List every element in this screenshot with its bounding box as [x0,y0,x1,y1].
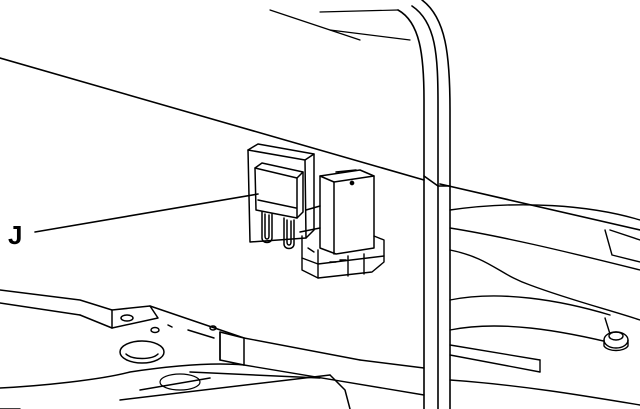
background-panel-lines [269,9,411,41]
bolt [603,317,629,352]
frame-tube [397,0,451,409]
fuse [254,162,304,250]
lower-panel [243,337,425,396]
relay [299,169,375,255]
right-housing [449,204,640,406]
panel-top-edge [0,57,640,231]
relay-socket [301,235,385,279]
lower-bracket [0,289,351,409]
callout-leader [34,193,259,233]
callout-label: J [8,220,22,250]
